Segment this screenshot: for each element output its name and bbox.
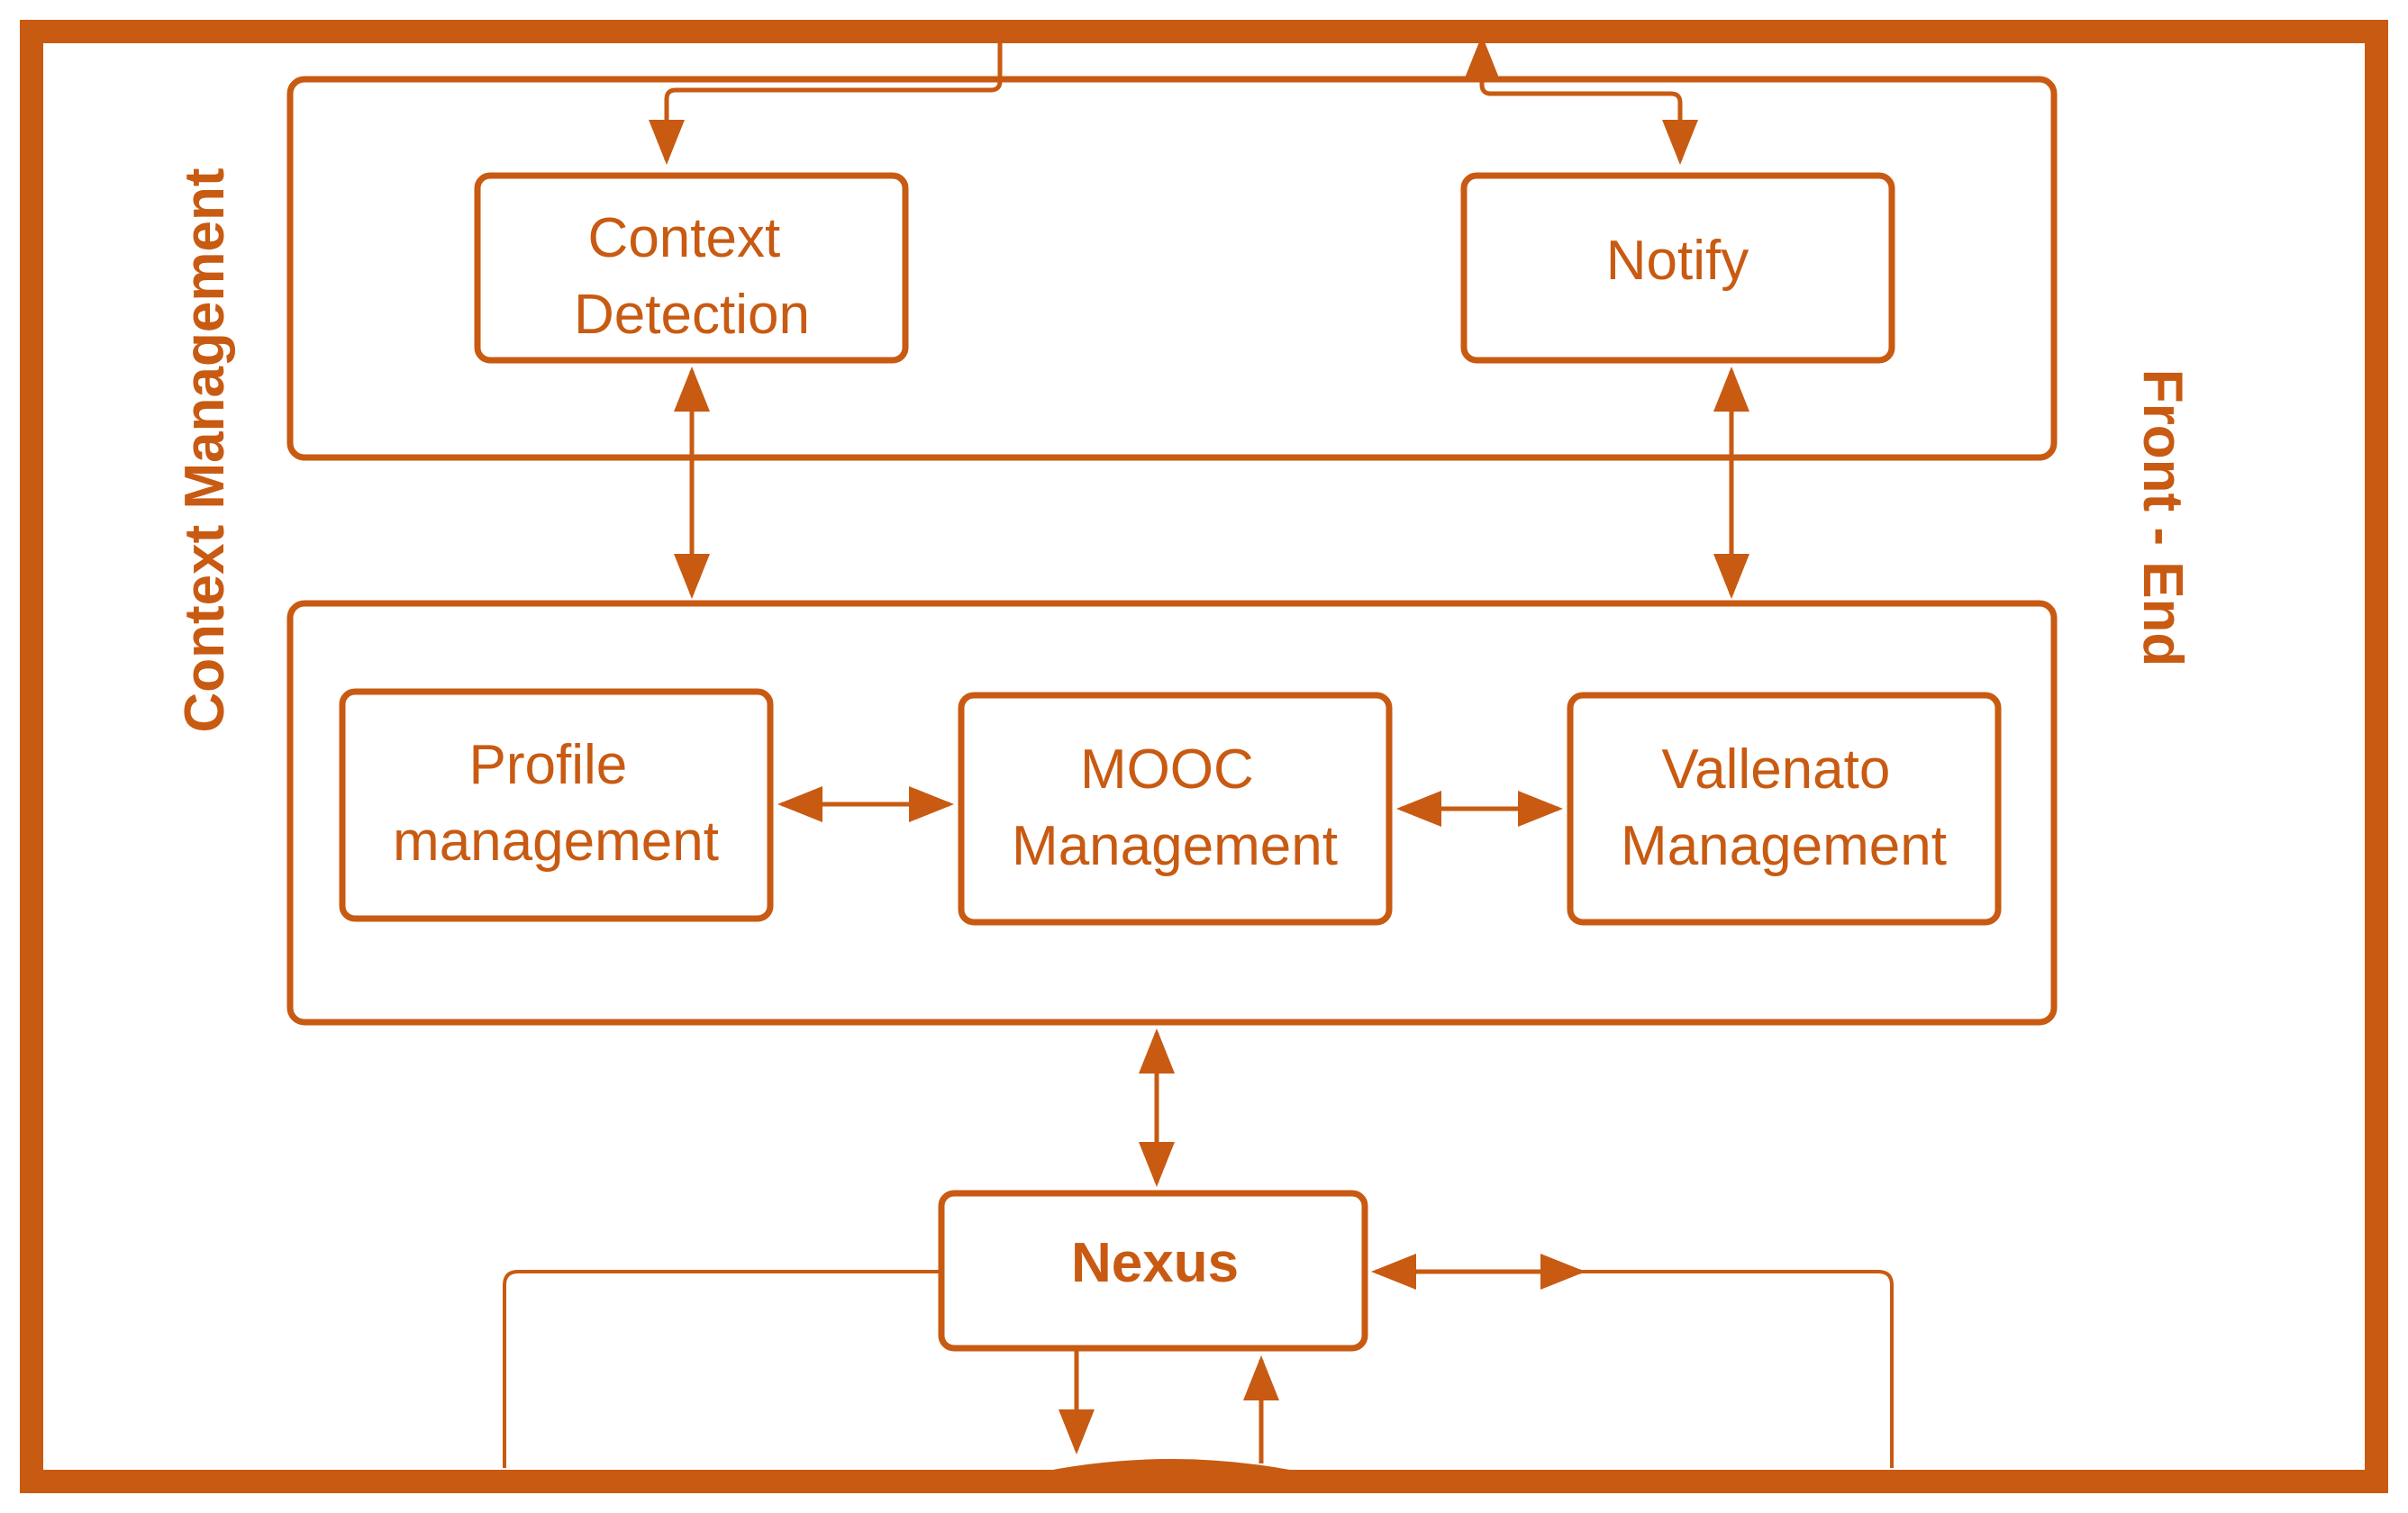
nexus-right-connector bbox=[1581, 1270, 1894, 1468]
profile-management-line-1: Profile bbox=[469, 734, 628, 796]
notify-box bbox=[1460, 172, 1895, 364]
context-detection-line-2: Detection bbox=[574, 284, 810, 346]
input-connector bbox=[649, 25, 1003, 165]
profile-management-line-2: management bbox=[393, 811, 719, 873]
notify-label: Notify bbox=[1606, 230, 1749, 292]
top-group-container bbox=[286, 76, 2058, 461]
profile-management-box bbox=[339, 688, 774, 922]
mooc-management-line-1: MOOC bbox=[1080, 738, 1254, 801]
mooc-management-line-2: Management bbox=[1012, 815, 1338, 877]
middle-group-container bbox=[286, 600, 2058, 1026]
context-detection-line-1: Context bbox=[588, 207, 781, 269]
svg-text:Profile management: Profile management bbox=[393, 734, 719, 873]
output-connector bbox=[1464, 34, 1698, 165]
context-management-label: Context Management bbox=[174, 168, 236, 733]
svg-text:Context Detection: Context Detection bbox=[574, 207, 810, 346]
front-end-label: Front - End bbox=[2131, 369, 2194, 667]
context-detection-box bbox=[474, 172, 909, 364]
nexus-left-connector bbox=[503, 1270, 941, 1468]
vallenato-management-line-1: Vallenato bbox=[1661, 738, 1890, 801]
vallenato-management-box bbox=[1567, 692, 2002, 926]
vallenato-management-line-2: Management bbox=[1621, 815, 1947, 877]
svg-text:MOOC Management: MOOC Management bbox=[1012, 738, 1338, 877]
bottom-edge-bump bbox=[1018, 1459, 1324, 1477]
svg-text:Vallenato Management: Vallenato Management bbox=[1621, 738, 1947, 877]
nexus-label: Nexus bbox=[1071, 1232, 1239, 1294]
outer-frame bbox=[20, 20, 2388, 1493]
mooc-management-box bbox=[958, 692, 1393, 926]
